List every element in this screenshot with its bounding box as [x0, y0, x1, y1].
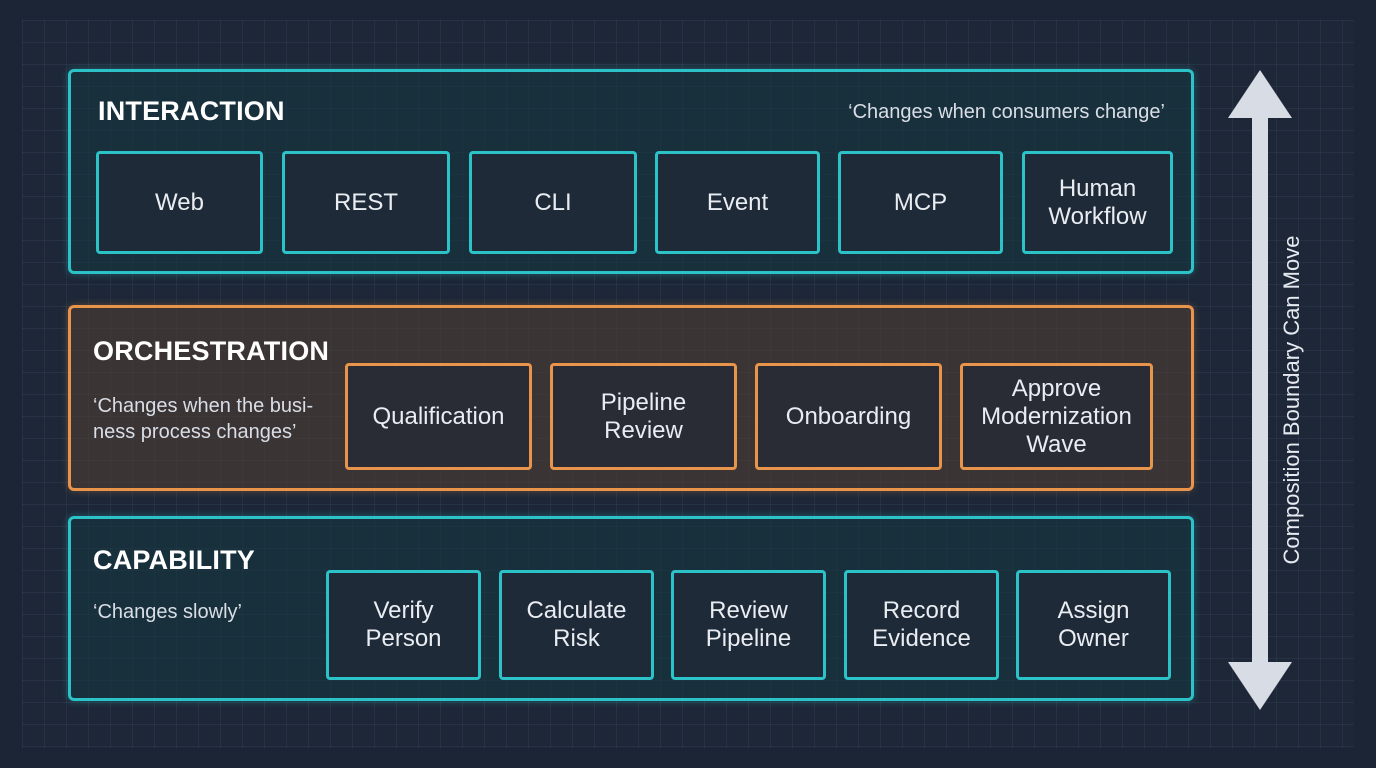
capability-item-verify-person: Verify Person — [326, 570, 481, 680]
capability-layer: CAPABILITY ‘Changes slowly’ Verify Perso… — [68, 516, 1194, 701]
orchestration-item-pipeline-review: Pipeline Review — [550, 363, 737, 470]
capability-item-calculate-risk: Calculate Risk — [499, 570, 654, 680]
orchestration-title: ORCHESTRATION — [93, 336, 330, 366]
interaction-item-rest: REST — [282, 151, 450, 254]
arrow-head-down-icon — [1228, 662, 1292, 710]
orchestration-layer: ORCHESTRATION ‘Changes when the busi- ne… — [68, 305, 1194, 491]
composition-boundary-label: Composition Boundary Can Move — [1279, 235, 1304, 565]
arrow-head-up-icon — [1228, 70, 1292, 118]
capability-item-record-evidence: Record Evidence — [844, 570, 999, 680]
double-arrow-icon — [1228, 70, 1292, 710]
capability-item-assign-owner: Assign Owner — [1016, 570, 1171, 680]
orchestration-note: ‘Changes when the busi- ness process cha… — [93, 395, 314, 443]
interaction-title: INTERACTION — [98, 96, 285, 126]
interaction-item-cli: CLI — [469, 151, 637, 254]
capability-title: CAPABILITY — [93, 545, 255, 575]
orchestration-item-approve-modernization-wave: Approve Modernization Wave — [960, 363, 1153, 470]
interaction-item-event: Event — [655, 151, 820, 254]
interaction-layer: INTERACTION ‘Changes when consumers chan… — [68, 69, 1194, 274]
orchestration-item-qualification: Qualification — [345, 363, 532, 470]
capability-item-review-pipeline: Review Pipeline — [671, 570, 826, 680]
orchestration-item-onboarding: Onboarding — [755, 363, 942, 470]
interaction-note: ‘Changes when consumers change’ — [848, 101, 1165, 123]
arrow-shaft — [1252, 116, 1268, 664]
interaction-item-human-workflow: Human Workflow — [1022, 151, 1173, 254]
interaction-item-web: Web — [96, 151, 263, 254]
capability-note: ‘Changes slowly’ — [93, 601, 242, 623]
interaction-item-mcp: MCP — [838, 151, 1003, 254]
